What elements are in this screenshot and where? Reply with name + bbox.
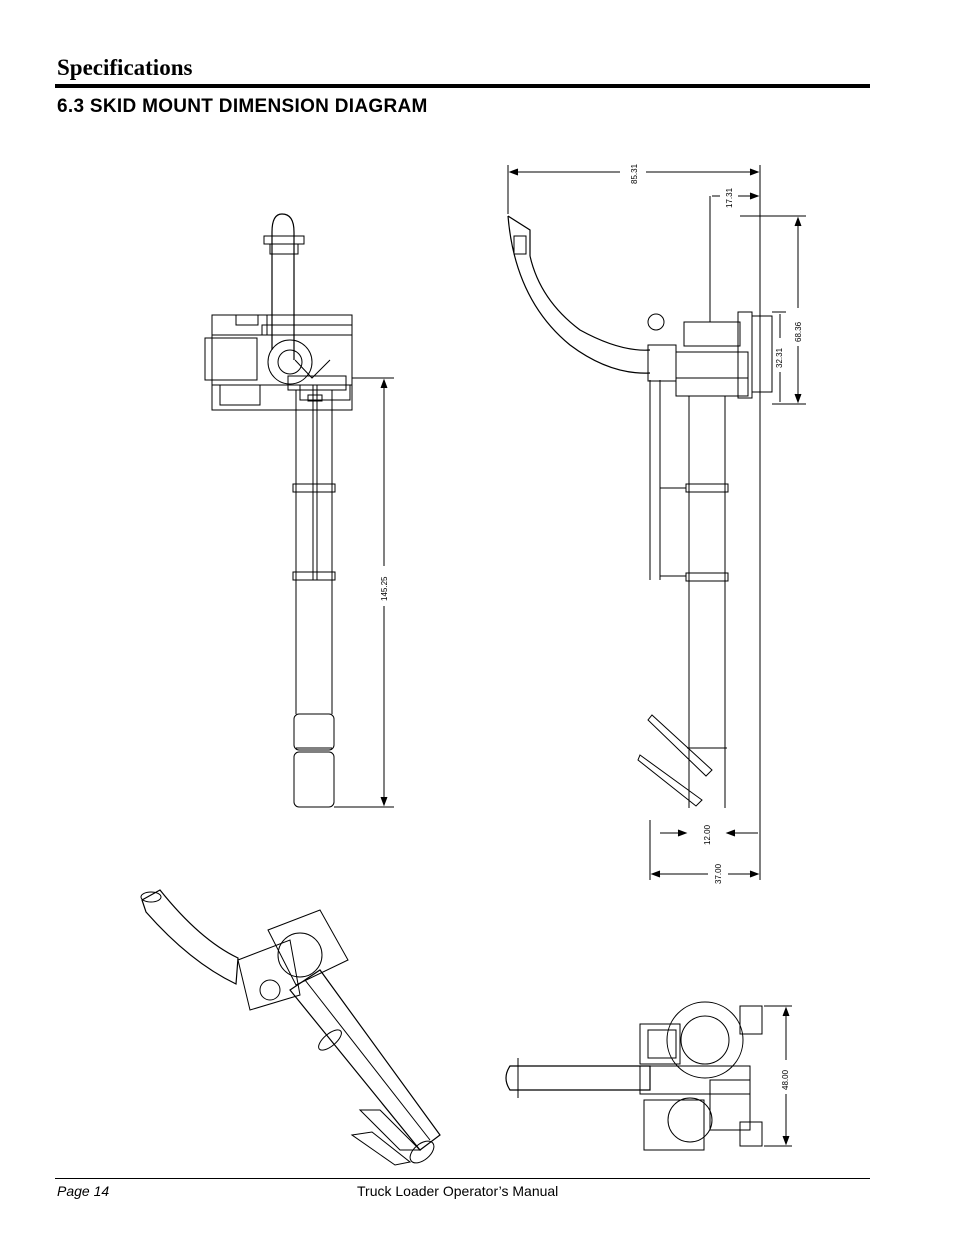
top-view: [505, 1001, 763, 1151]
overall-width-label: 85.31: [630, 163, 639, 184]
top-offset-label: 17.31: [725, 187, 734, 208]
footer-rule: [55, 1178, 870, 1179]
base-width-label: 37.00: [714, 863, 723, 884]
plan-width-label: 48.00: [781, 1069, 790, 1090]
manual-title: Truck Loader Operator’s Manual: [357, 1183, 559, 1199]
plan-width-dimension: [764, 1005, 792, 1147]
section-title: Specifications: [57, 55, 193, 80]
isometric-view: [140, 889, 441, 1166]
diagram-heading: 6.3 SKID MOUNT DIMENSION DIAGRAM: [57, 96, 428, 117]
tube-offset-label: 12.00: [703, 824, 712, 845]
skid-height-label: 68.36: [794, 321, 803, 342]
side-view: [507, 215, 773, 808]
front-view: [204, 213, 353, 808]
overall-height-dimension: [334, 377, 394, 808]
overall-height-label: 145.25: [380, 576, 389, 601]
title-rule: [55, 84, 870, 88]
side-view-dimensions: [507, 165, 806, 880]
page-number: Page 14: [57, 1183, 110, 1199]
upper-height-label: 32.31: [775, 347, 784, 368]
